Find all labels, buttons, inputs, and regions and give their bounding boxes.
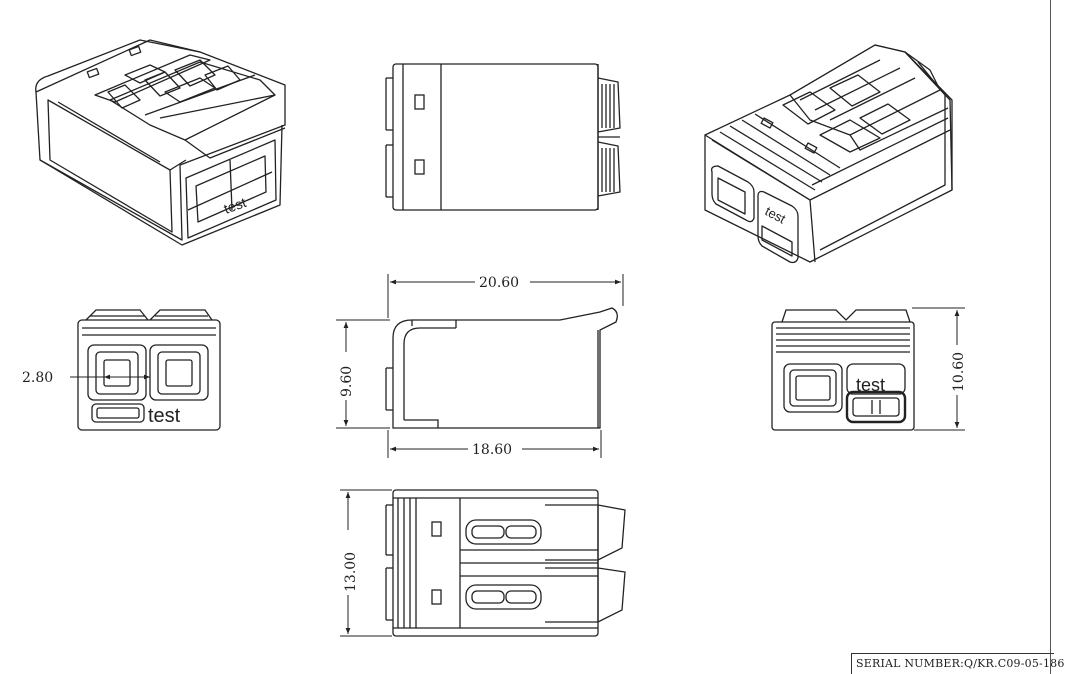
front-test-label: test bbox=[148, 405, 181, 427]
serial-number-box: SERIAL NUMBER:Q/KR.C09-05-186 bbox=[851, 653, 1064, 674]
body-length-label: 18.60 bbox=[472, 442, 512, 458]
iso-left-test-label: test bbox=[222, 194, 249, 217]
overall-length-dimension bbox=[387, 274, 624, 318]
end-height-label: 10.60 bbox=[951, 352, 967, 392]
end-view bbox=[771, 309, 915, 431]
overall-length-label: 20.60 bbox=[479, 275, 519, 291]
top-view bbox=[385, 63, 621, 211]
iso-right-test-label: test bbox=[763, 203, 789, 226]
serial-number-text: SERIAL NUMBER:Q/KR.C09-05-186 bbox=[856, 657, 1065, 670]
isometric-view-left bbox=[35, 39, 286, 246]
side-height-label: 9.60 bbox=[339, 366, 355, 397]
isometric-view-right bbox=[704, 44, 953, 264]
port-width-label: 2.80 bbox=[22, 370, 53, 386]
body-length-dimension bbox=[387, 430, 602, 458]
side-view bbox=[385, 307, 618, 429]
frame-border-right bbox=[1050, 0, 1051, 674]
bottom-view bbox=[385, 489, 626, 637]
front-view bbox=[77, 309, 221, 431]
end-height-dimension bbox=[912, 307, 965, 431]
end-test-label: test bbox=[856, 375, 885, 395]
front-width-label: 13.00 bbox=[343, 552, 359, 592]
front-width-dimension bbox=[340, 489, 392, 637]
side-height-dimension bbox=[336, 319, 390, 429]
